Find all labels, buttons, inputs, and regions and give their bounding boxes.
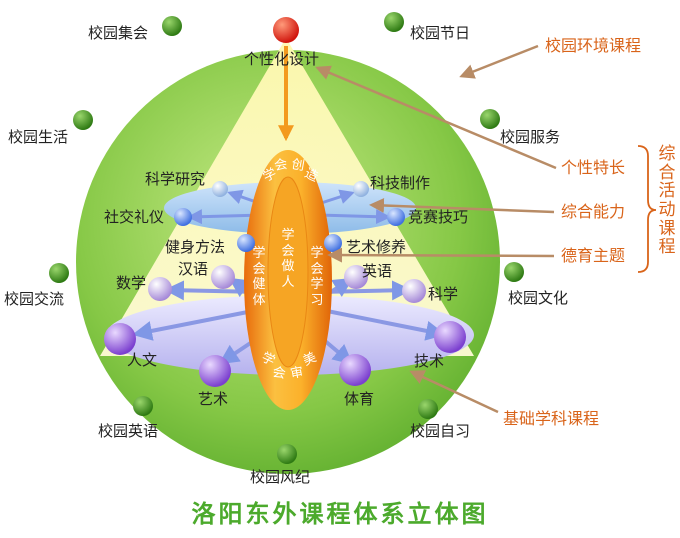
upper-label-5: 艺术修养 xyxy=(346,240,406,255)
outer-label-3: 校园文化 xyxy=(508,291,568,306)
side-label-basic: 基础学科课程 xyxy=(503,411,599,427)
outer-label-4: 校园自习 xyxy=(410,424,470,439)
column-text-right: 学会学习 xyxy=(310,246,324,308)
lower-small-label-3: 科学 xyxy=(428,287,458,302)
side-label-environment: 校园环境课程 xyxy=(545,38,641,54)
side-label-personality: 个性特长 xyxy=(561,160,625,176)
lower-small-label-2: 英语 xyxy=(362,264,392,279)
outer-label-2: 校园服务 xyxy=(500,130,560,145)
bracket-vertical-label: 综合活动课程 xyxy=(657,145,677,257)
outer-label-0: 校园集会 xyxy=(88,26,148,41)
lower-large-label-1: 艺术 xyxy=(198,392,228,407)
column-text-left: 学会健体 xyxy=(252,246,266,308)
outer-label-6: 校园英语 xyxy=(98,424,158,439)
lower-large-label-0: 人文 xyxy=(127,353,157,368)
side-label-ability: 综合能力 xyxy=(561,204,625,220)
lower-large-label-2: 体育 xyxy=(344,392,374,407)
column-text-bottom-2: 会 xyxy=(271,365,287,383)
lower-small-label-1: 汉语 xyxy=(178,262,208,277)
outer-label-7: 校园交流 xyxy=(4,292,64,307)
upper-label-2: 社交礼仪 xyxy=(104,210,164,225)
outer-label-1: 校园节日 xyxy=(410,26,470,41)
upper-label-1: 科技制作 xyxy=(370,176,430,191)
lower-small-label-0: 数学 xyxy=(116,276,146,291)
upper-label-0: 科学研究 xyxy=(145,172,205,187)
column-text-bottom-3: 审 xyxy=(289,365,305,383)
upper-label-4: 健身方法 xyxy=(165,240,225,255)
column-text-middle: 学会做人 xyxy=(281,228,295,290)
bracket xyxy=(638,146,656,272)
upper-label-3: 竞赛技巧 xyxy=(408,210,468,225)
outer-label-5: 校园风纪 xyxy=(250,470,310,485)
apex-ball xyxy=(273,17,299,43)
lower-large-label-3: 技术 xyxy=(414,354,444,369)
column-text-top-2: 会 xyxy=(273,157,289,175)
diagram-title: 洛阳东外课程体系立体图 xyxy=(0,494,680,529)
side-label-moral: 德育主题 xyxy=(561,248,625,264)
apex-label: 个性化设计 xyxy=(244,52,319,67)
outer-label-8: 校园生活 xyxy=(8,130,68,145)
